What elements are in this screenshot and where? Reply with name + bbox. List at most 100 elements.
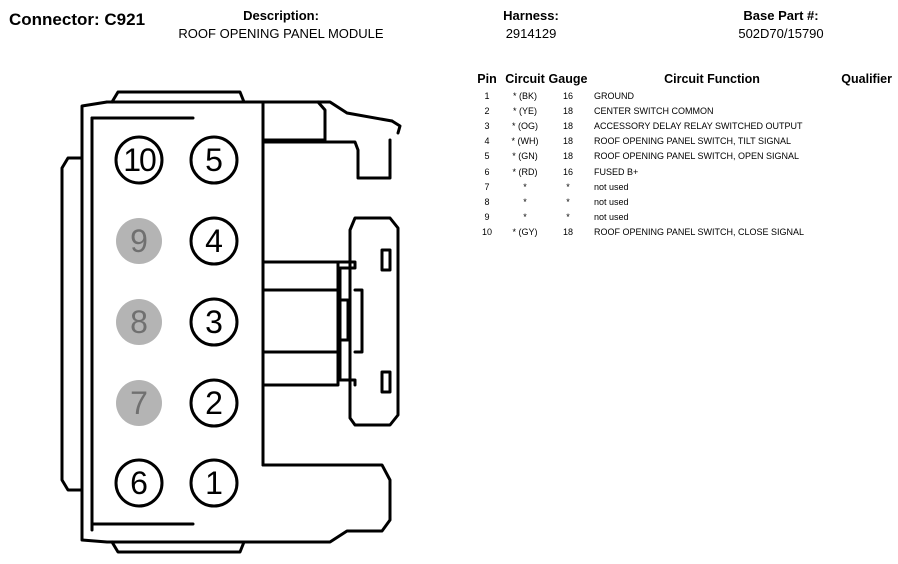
- pin-cavities: 10 59 4 8 3 7 2 6 1: [114, 135, 239, 508]
- circuit-cell: * (BK): [512, 91, 537, 102]
- circuit-function-cell: ROOF OPENING PANEL SWITCH, CLOSE SIGNAL: [594, 226, 805, 237]
- gauge-cell: 18: [562, 151, 573, 162]
- pin-label: 10: [123, 142, 156, 178]
- pin-circle: [189, 135, 239, 185]
- qualifier-cell: [836, 225, 892, 240]
- pin-circle: [114, 135, 164, 185]
- description-block: Description: ROOF OPENING PANEL MODULE: [165, 8, 397, 42]
- pin-circle: [189, 297, 239, 347]
- circuit-cell: * (GN): [512, 151, 538, 162]
- table-row: 4 * (WH) 18 ROOF OPENING PANEL SWITCH, TILT…: [472, 134, 892, 149]
- qualifier-cell: [836, 210, 892, 225]
- pin-cell: 10: [481, 226, 492, 237]
- pin-circle: [116, 299, 162, 345]
- pin-label: 3: [205, 304, 223, 340]
- table-row: 2 * (YE) 18 CENTER SWITCH COMMON: [472, 104, 892, 119]
- pin-cavity: 9: [116, 218, 162, 264]
- circuit-cell: * (RD): [512, 166, 538, 177]
- qualifier-cell: [836, 104, 892, 119]
- circuit-function-cell: FUSED B+: [594, 166, 639, 177]
- pin-cavity: 7: [116, 380, 162, 426]
- pin-cell: 9: [484, 211, 490, 222]
- circuit-cell: * (WH): [511, 136, 539, 147]
- harness-label: Harness:: [503, 8, 559, 23]
- pin-circle: [189, 458, 239, 508]
- table-row: 9 * * not used: [472, 210, 892, 225]
- pin-label: 6: [130, 465, 148, 501]
- pin-circle: [114, 458, 164, 508]
- pin-cavity: 6: [114, 458, 164, 508]
- gauge-cell: 18: [562, 226, 573, 237]
- gauge-cell: *: [566, 181, 570, 192]
- circuit-function-cell: not used: [594, 181, 629, 192]
- pin-circle: [116, 218, 162, 264]
- connector-face-diagram: 10 59 4 8 3 7 2 6 1: [60, 90, 402, 554]
- circuit-function-cell: not used: [594, 196, 629, 207]
- circuit-cell: *: [523, 181, 527, 192]
- table-row: 10 * (GY) 18 ROOF OPENING PANEL SWITCH, CLO…: [472, 225, 892, 240]
- pin-cavity: 2: [189, 378, 239, 428]
- gauge-cell: 16: [562, 91, 573, 102]
- header-circuit-function: Circuit Function: [664, 72, 760, 86]
- circuit-function-cell: ROOF OPENING PANEL SWITCH, OPEN SIGNAL: [594, 151, 800, 162]
- table-row: 3 * (OG) 18 ACCESSORY DELAY RELAY SWITCHED …: [472, 119, 892, 134]
- gauge-cell: *: [566, 196, 570, 207]
- base-part-label: Base Part #:: [743, 8, 819, 23]
- gauge-cell: 18: [562, 136, 573, 147]
- gauge-cell: 18: [562, 121, 573, 132]
- pin-cavity: 5: [189, 135, 239, 185]
- table-row: 5 * (GN) 18 ROOF OPENING PANEL SWITCH, OPEN…: [472, 149, 892, 164]
- pin-cavity: 4: [189, 216, 239, 266]
- table-header-row: Pin Circuit Gauge Circuit Function Quali…: [472, 72, 892, 89]
- circuit-cell: *: [523, 211, 527, 222]
- pin-cell: 5: [484, 151, 490, 162]
- gauge-cell: *: [566, 211, 570, 222]
- pin-label: 4: [205, 223, 223, 259]
- pin-cavity: 10: [114, 135, 164, 185]
- qualifier-cell: [836, 164, 892, 179]
- base-part-value: 502D70/15790: [738, 26, 824, 41]
- table-row: 7 * * not used: [472, 180, 892, 195]
- circuit-function-cell: CENTER SWITCH COMMON: [594, 106, 714, 117]
- pin-label: 7: [130, 385, 148, 421]
- pin-circle: [189, 378, 239, 428]
- connector-title: Connector: C921: [9, 10, 146, 29]
- pin-circle: [116, 380, 162, 426]
- pin-cavity: 3: [189, 297, 239, 347]
- header-pin: Pin: [477, 72, 497, 86]
- circuit-function-cell: GROUND: [594, 91, 634, 102]
- pin-circle: [189, 216, 239, 266]
- qualifier-cell: [836, 89, 892, 104]
- circuit-cell: * (YE): [512, 106, 537, 117]
- harness-block: Harness: 2914129: [471, 8, 591, 42]
- qualifier-cell: [836, 149, 892, 164]
- pin-cell: 4: [484, 136, 490, 147]
- table-row: 1 * (BK) 16 GROUND: [472, 89, 892, 104]
- gauge-cell: 18: [562, 106, 573, 117]
- pin-cell: 1: [484, 91, 490, 102]
- circuit-function-cell: not used: [594, 211, 629, 222]
- qualifier-cell: [836, 195, 892, 210]
- pin-cell: 8: [484, 196, 490, 207]
- base-part-block: Base Part #: 502D70/15790: [701, 8, 861, 42]
- circuit-cell: * (OG): [512, 121, 538, 132]
- circuit-cell: *: [523, 196, 527, 207]
- circuit-cell: * (GY): [512, 226, 538, 237]
- pin-cell: 3: [484, 121, 490, 132]
- pin-cavity: 8: [116, 299, 162, 345]
- circuit-function-cell: ROOF OPENING PANEL SWITCH, TILT SIGNAL: [594, 136, 792, 147]
- header-gauge: Gauge: [548, 72, 588, 86]
- pin-cavity: 1: [189, 458, 239, 508]
- pin-cell: 6: [484, 166, 490, 177]
- connector-housing: [60, 90, 402, 554]
- pin-label: 2: [205, 385, 223, 421]
- pin-cell: 2: [484, 106, 490, 117]
- pin-label: 8: [130, 304, 148, 340]
- harness-value: 2914129: [505, 26, 557, 41]
- pinout-table: Pin Circuit Gauge Circuit Function Quali…: [472, 72, 892, 240]
- qualifier-cell: [836, 134, 892, 149]
- circuit-function-cell: ACCESSORY DELAY RELAY SWITCHED OUTPUT: [594, 121, 803, 132]
- pin-cell: 7: [484, 181, 490, 192]
- header-qualifier: Qualifier: [841, 72, 892, 86]
